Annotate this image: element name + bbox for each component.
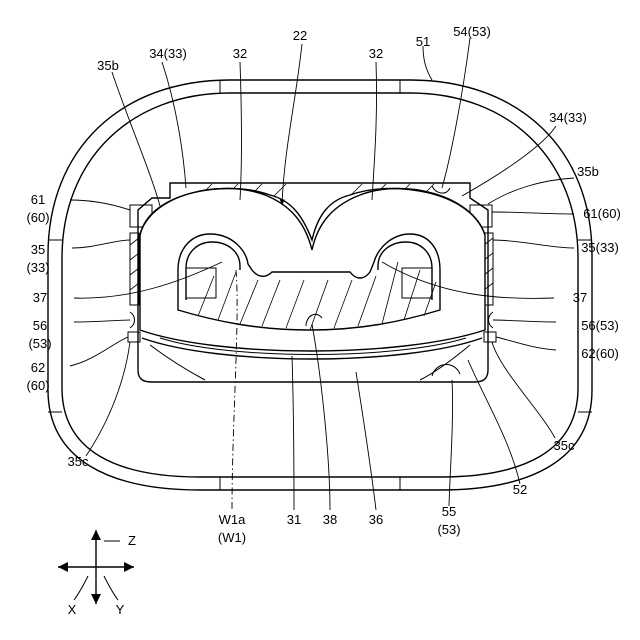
label-61-left-sub: (60) <box>26 210 49 225</box>
label-32-left: 32 <box>233 46 247 61</box>
label-62-left: 62 <box>31 360 45 375</box>
arrow-22 <box>282 44 302 205</box>
label-56-left: 56 <box>33 318 47 333</box>
label-35b-right: 35b <box>577 164 599 179</box>
axis-z-label: Z <box>128 533 136 548</box>
label-35-left: 35 <box>31 242 45 257</box>
axes-indicator: Z X Y <box>58 530 136 617</box>
axis-y-label: Y <box>116 602 125 617</box>
label-38: 38 <box>323 512 337 527</box>
label-37-left: 37 <box>33 290 47 305</box>
label-31: 31 <box>287 512 301 527</box>
label-56-left-sub: (53) <box>28 336 51 351</box>
label-35-left-sub: (33) <box>26 260 49 275</box>
label-34-left: 34(33) <box>149 46 187 61</box>
label-61-right: 61(60) <box>583 206 621 221</box>
label-32-right: 32 <box>369 46 383 61</box>
label-56-right: 56(53) <box>581 318 619 333</box>
label-52: 52 <box>513 482 527 497</box>
wire-conductor <box>140 188 485 359</box>
label-62-right: 62(60) <box>581 346 619 361</box>
label-w1a: W1a <box>219 512 247 527</box>
label-62-left-sub: (60) <box>26 378 49 393</box>
label-34-right: 34(33) <box>549 110 587 125</box>
axis-x-label: X <box>68 602 77 617</box>
label-35b-left: 35b <box>97 58 119 73</box>
label-37-right: 37 <box>573 290 587 305</box>
label-55: 55 <box>442 504 456 519</box>
label-35c-left: 35c <box>68 454 89 469</box>
label-w1: (W1) <box>218 530 246 545</box>
label-54: 54(53) <box>453 24 491 39</box>
label-35-right: 35(33) <box>581 240 619 255</box>
label-55-sub: (53) <box>437 522 460 537</box>
label-22: 22 <box>293 28 307 43</box>
label-36: 36 <box>369 512 383 527</box>
label-61-left: 61 <box>31 192 45 207</box>
label-51: 51 <box>416 34 430 49</box>
label-35c-right: 35c <box>554 438 575 453</box>
